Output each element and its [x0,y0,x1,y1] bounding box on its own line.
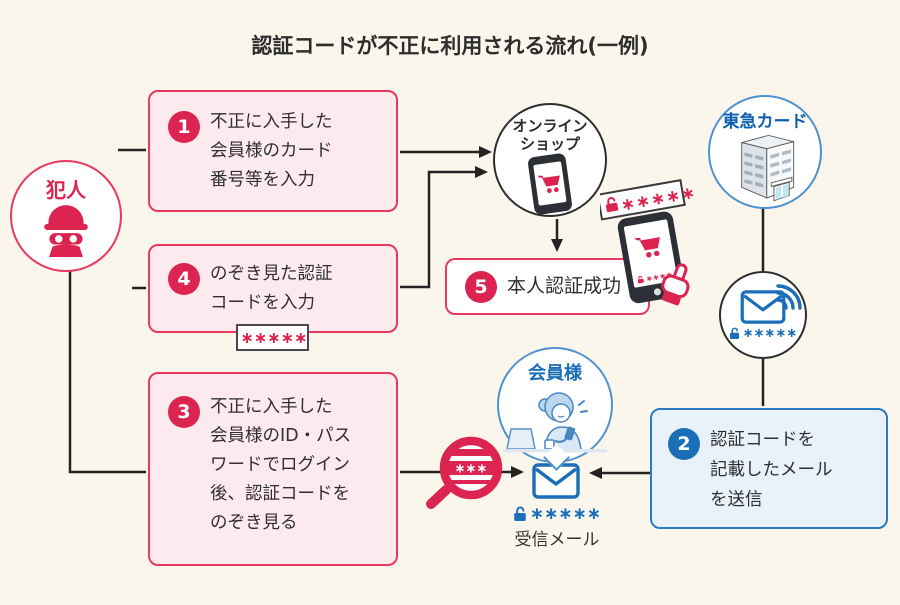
woman-with-phone-icon [503,392,607,453]
step-2-box: 2 認証コードを 記載したメール を送信 [650,408,888,529]
hand-cursor-icon [661,263,690,306]
masked-code-short: ∗∗∗ [455,462,488,477]
online-shop-label: オンライン ショップ [512,117,588,153]
step-4-text: のぞき見た認証 コードを入力 [210,264,333,313]
step-5-number: 5 [465,270,497,303]
thief-icon [44,205,88,257]
stolen-code-badge: ∗∗∗∗∗ [236,324,309,351]
masked-code: ∗∗∗∗∗ [529,504,602,524]
step-5-text: 本人認証成功 [507,275,622,297]
step-2-text: 認証コードを 記載したメール を送信 [710,430,833,510]
phone-auth-illustration: ∗∗∗∗∗ ∗∗∗∗ [600,179,698,306]
diagram-title: 認証コードが不正に利用される流れ(一例) [251,34,649,58]
criminal-circle: 犯人 [10,160,122,272]
received-mail-label: 受信メール [514,530,600,550]
step-4-box: 4 のぞき見た認証 コードを入力 [148,244,398,333]
step-3-box: 3 不正に入手した 会員様のID・パス ワードでログイン 後、認証コードを のぞ… [148,372,398,566]
card-company-circle: 東急カード [708,95,822,209]
lock-open-icon [729,327,740,340]
step-4-number: 4 [168,263,200,295]
online-shop-circle: オンライン ショップ [493,103,607,217]
step-1-box: 1 不正に入手した 会員様のカード 番号等を入力 [148,90,398,212]
card-company-label: 東急カード [722,112,808,132]
masked-code-row: ∗∗∗∗∗ [729,326,797,341]
sent-mail-circle: ∗∗∗∗∗ [719,271,807,359]
magnifier-icon: ∗∗∗ [426,436,503,509]
member-label: 会員様 [528,363,582,384]
masked-code: ∗∗∗∗∗ [240,328,308,347]
step-1-text: 不正に入手した 会員様のカード 番号等を入力 [210,112,333,190]
smartphone-cart-icon [528,153,572,215]
member-circle: 会員様 [497,347,613,463]
signal-waves-icon [776,284,802,310]
received-masked-code-row: ∗∗∗∗∗ [505,504,609,524]
step-1-number: 1 [168,111,200,143]
step-3-number: 3 [168,396,200,428]
criminal-label: 犯人 [46,178,86,202]
office-building-icon [741,134,795,202]
step-2-number: 2 [668,428,700,460]
masked-code: ∗∗∗∗∗ [742,325,798,341]
step-3-text: 不正に入手した 会員様のID・パス ワードでログイン 後、認証コードを のぞき見… [210,397,352,533]
